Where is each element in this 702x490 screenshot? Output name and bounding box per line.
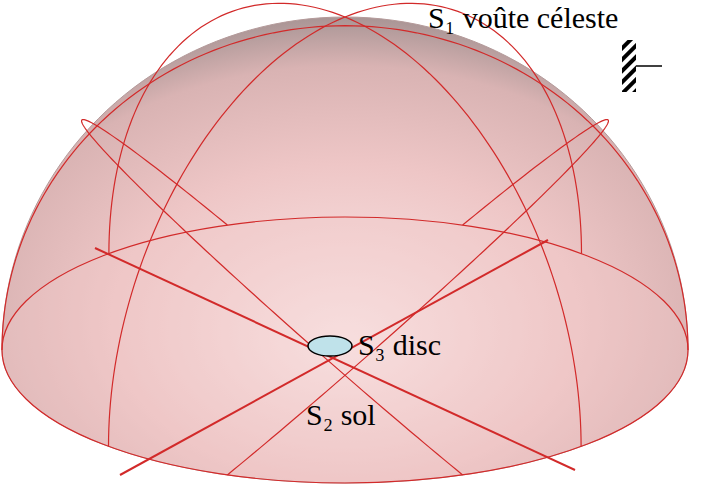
great-circle xyxy=(2,26,688,350)
dome-surface xyxy=(2,17,688,483)
great-circle xyxy=(227,120,608,475)
wall-line xyxy=(636,65,662,67)
ground-diameter xyxy=(95,248,575,470)
surface-label: S₂ sol xyxy=(306,397,376,433)
surface-label: S₁ voûte céleste xyxy=(428,0,618,36)
great-circle xyxy=(109,3,581,446)
ground-diameter xyxy=(120,240,548,475)
surface-label: S₃ disc xyxy=(358,327,441,363)
great-circle xyxy=(82,120,463,475)
great-circle xyxy=(109,3,582,446)
hatched-wall xyxy=(622,40,636,92)
wall-symbol xyxy=(622,40,662,92)
disc xyxy=(308,336,352,356)
hemisphere xyxy=(2,3,688,483)
ground-ellipse xyxy=(2,217,688,483)
